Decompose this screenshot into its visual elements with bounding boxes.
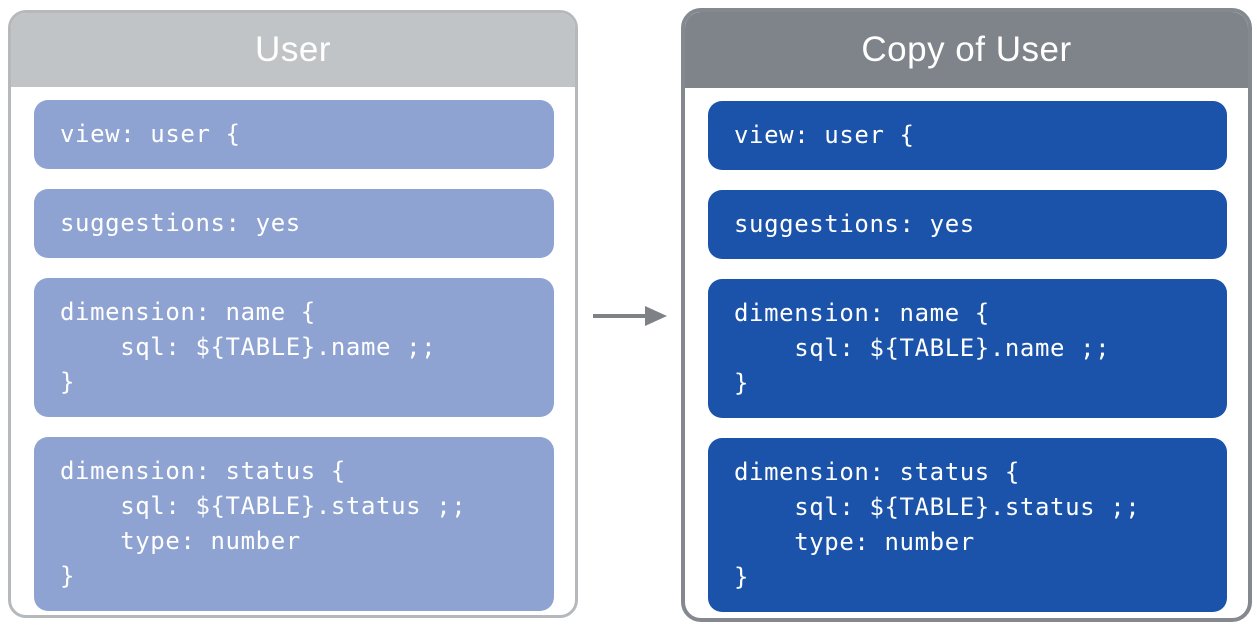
code-block-suggestions-left: suggestions: yes <box>34 189 554 258</box>
copy-arrow-icon <box>590 300 672 332</box>
code-block-view-declaration-left: view: user { <box>34 100 554 169</box>
code-block-dimension-status-right: dimension: status { sql: ${TABLE}.status… <box>708 438 1227 612</box>
copy-of-user-panel-body: view: user { suggestions: yes dimension:… <box>685 88 1248 618</box>
code-block-dimension-name-left: dimension: name { sql: ${TABLE}.name ;; … <box>34 278 554 417</box>
code-block-dimension-name-right: dimension: name { sql: ${TABLE}.name ;; … <box>708 279 1227 418</box>
code-block-dimension-status-left: dimension: status { sql: ${TABLE}.status… <box>34 437 554 611</box>
user-panel: User view: user { suggestions: yes dimen… <box>8 10 578 618</box>
code-block-suggestions-right: suggestions: yes <box>708 190 1227 259</box>
code-block-view-declaration-right: view: user { <box>708 101 1227 170</box>
copy-of-user-panel: Copy of User view: user { suggestions: y… <box>681 8 1252 622</box>
user-panel-title: User <box>11 13 575 87</box>
copy-of-user-panel-title: Copy of User <box>685 12 1248 88</box>
user-panel-body: view: user { suggestions: yes dimension:… <box>11 87 575 615</box>
